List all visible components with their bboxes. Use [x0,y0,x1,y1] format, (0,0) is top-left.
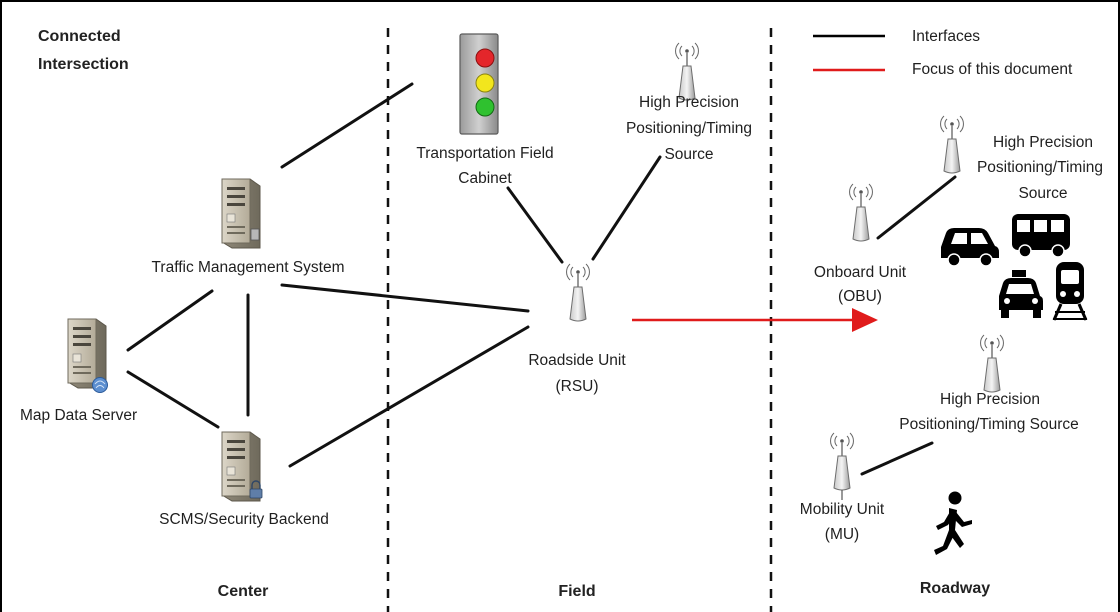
legend-interfaces-label: Interfaces [912,28,981,45]
traffic-light-green [475,97,495,117]
antenna-icon [565,263,591,322]
link-scms-rsu [288,325,530,468]
link-cabinet-rsu [506,186,564,264]
taxi-icon [999,270,1043,318]
antenna-icon [829,432,855,491]
obu-label-line1: Onboard Unit [813,264,907,281]
map-data-server-label: Map Data Server [20,407,138,424]
cabinet-label-line1: Transportation Field [416,145,554,162]
mu-label-line1: Mobility Unit [799,501,885,518]
traffic-light-icon [459,33,499,135]
server-icon [67,318,108,393]
obu-label-line2: (OBU) [838,288,882,305]
hpp-field-label-line3: Source [664,146,714,163]
car-icon [941,228,999,267]
zone-label-field: Field [558,583,596,600]
antenna-icon [979,334,1005,393]
cabinet-label-line2: Cabinet [458,170,512,187]
hpp-mu-label-line2: Positioning/Timing Source [899,416,1079,433]
link-tms-map [126,289,214,352]
hpp-field-label-line2: Positioning/Timing [625,120,753,137]
scms-label: SCMS/Security Backend [159,511,329,528]
rsu-label-line1: Roadside Unit [528,352,626,369]
diagram-title-line1: Connected [38,28,121,45]
pedestrian-icon [934,491,972,555]
legend-focus-label: Focus of this document [912,61,1073,78]
interface-links [126,82,957,476]
server-icon [221,431,263,502]
mu-label-line2: (MU) [824,526,860,543]
train-icon [1052,262,1088,321]
rsu-label-line2: (RSU) [555,378,599,395]
focus-arrow [632,308,878,332]
traffic-light-red [475,48,495,68]
link-tms-rsu [280,283,530,313]
link-map-scms [126,370,220,429]
tms-label: Traffic Management System [151,259,345,276]
diagram-title-line2: Intersection [38,56,129,73]
traffic-light-yellow [475,73,495,93]
antenna-icon [848,183,874,242]
link-mu-hpp [860,441,934,476]
hpp-mu-label-line1: High Precision [940,391,1040,408]
link-hpp-rsu [591,155,662,261]
zone-label-roadway: Roadway [919,580,991,597]
hpp-obu-label-line3: Source [1018,185,1068,202]
link-tms-cabinet [280,82,414,169]
hpp-obu-label-line1: High Precision [993,134,1093,151]
zone-label-center: Center [217,583,269,600]
link-obu-hpp [876,175,957,240]
bus-icon [1012,214,1070,258]
hpp-field-label-line1: High Precision [639,94,739,111]
server-icon [221,178,261,249]
hpp-obu-label-line2: Positioning/Timing [976,159,1104,176]
